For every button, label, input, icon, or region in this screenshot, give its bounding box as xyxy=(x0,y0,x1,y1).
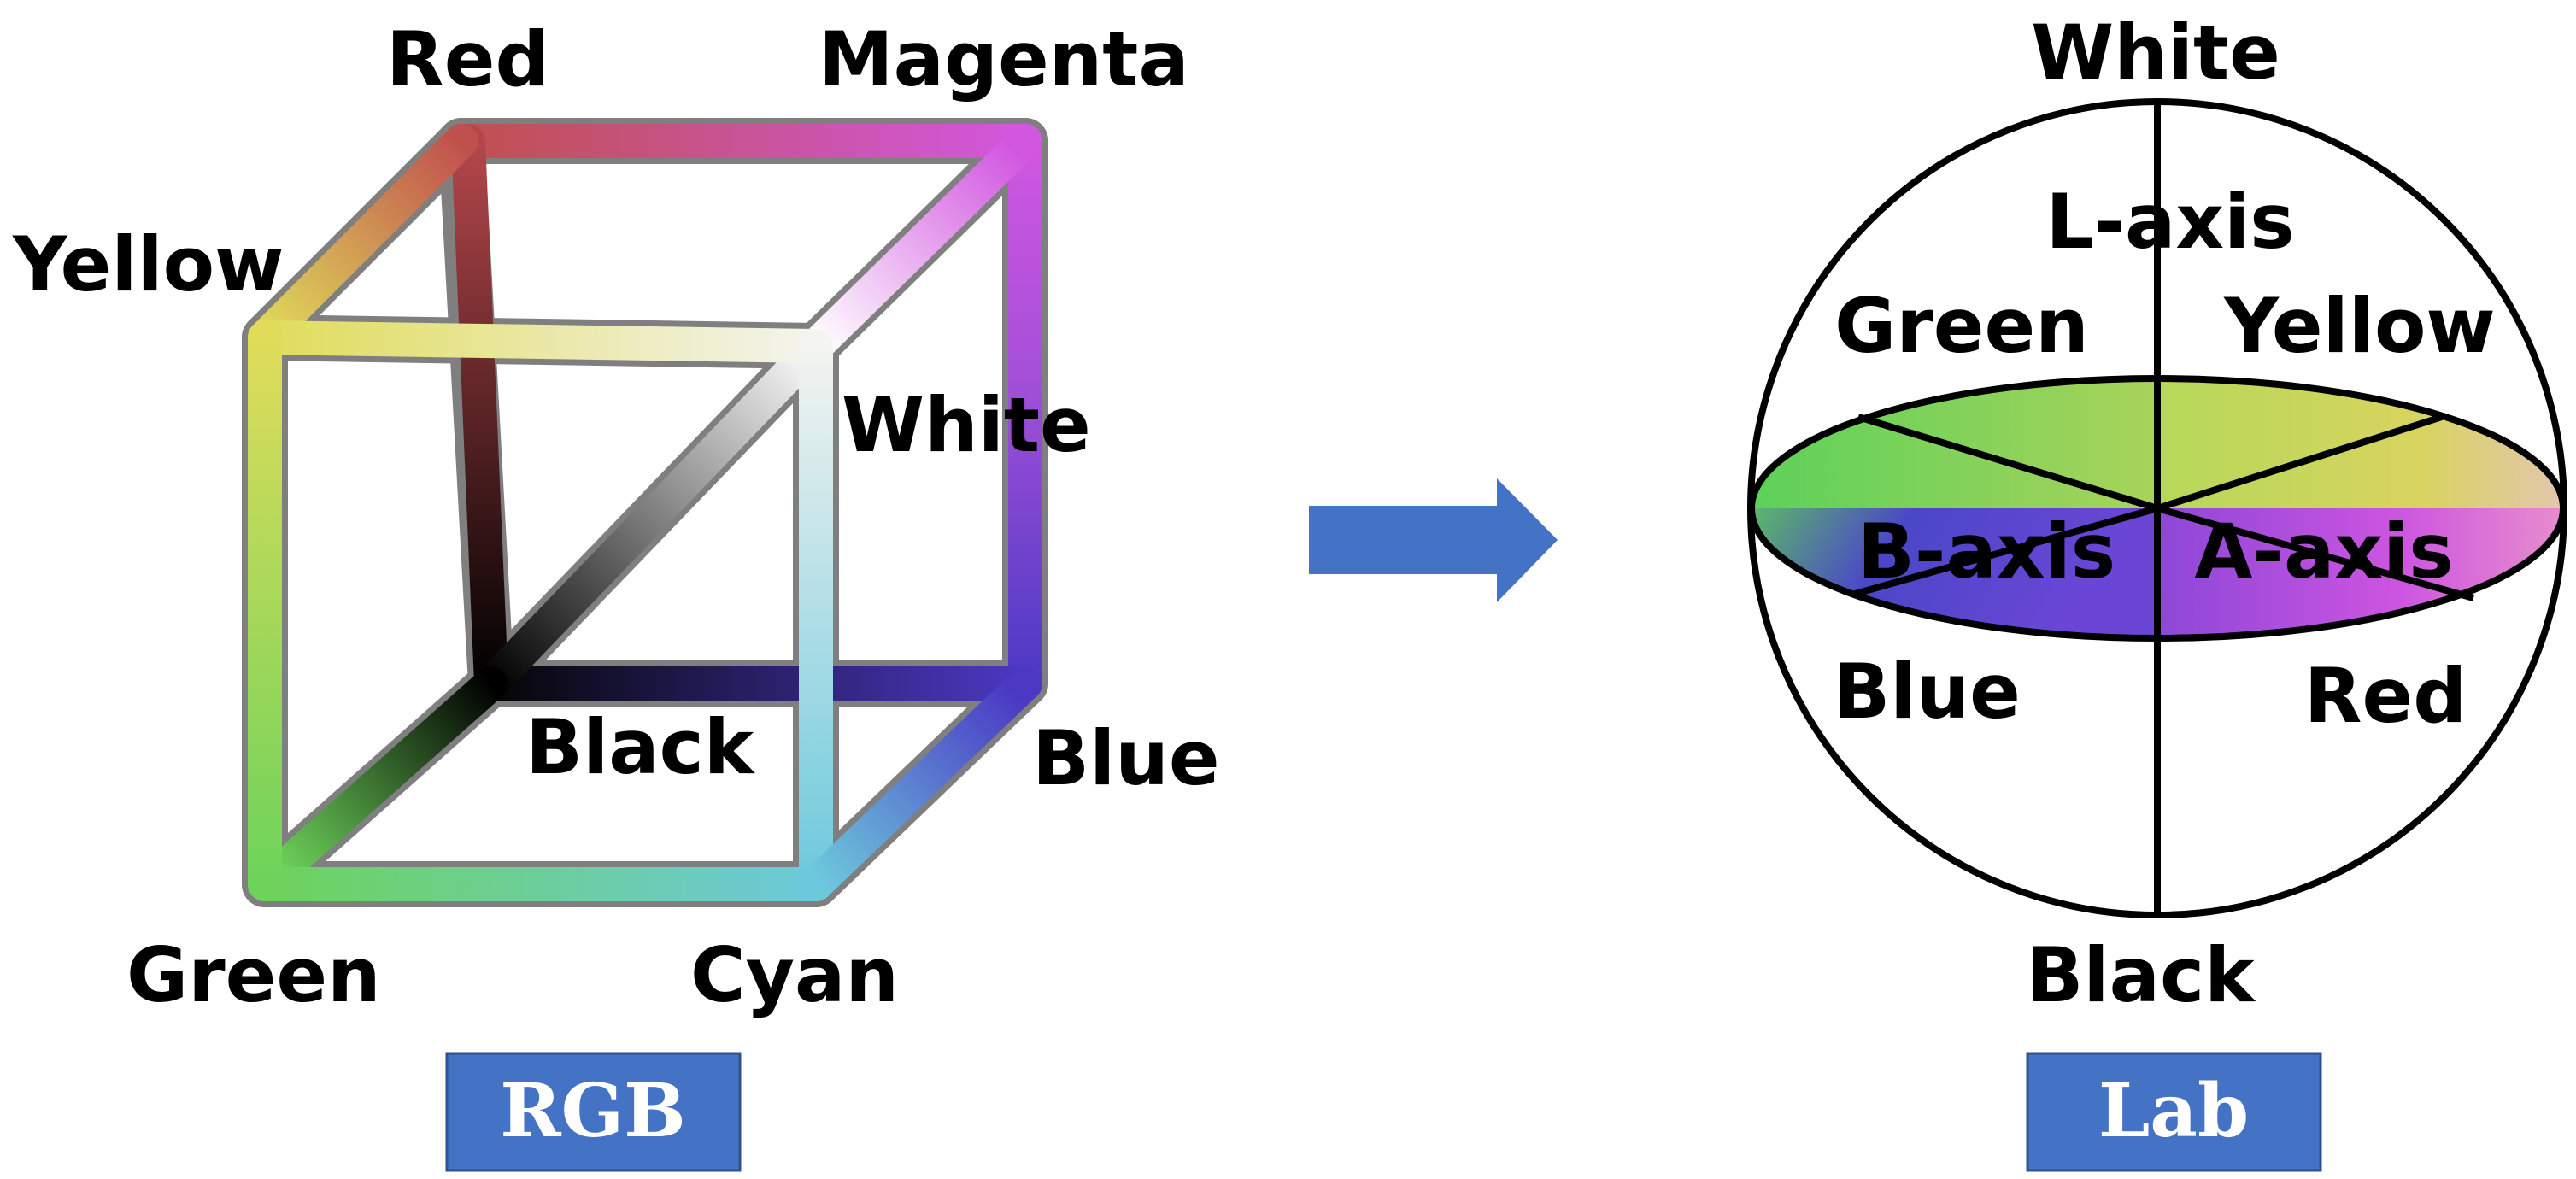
edge-black-green xyxy=(248,666,508,901)
cube-edges-back xyxy=(248,124,1042,901)
vertex-label-black: Black xyxy=(525,703,756,791)
lab-label-blue: Blue xyxy=(1833,648,2021,736)
lab-label-l-axis: L-axis xyxy=(2045,178,2294,266)
vertex-label-cyan: Cyan xyxy=(690,931,899,1019)
vertex-label-blue: Blue xyxy=(1032,714,1220,802)
vertex-label-yellow: Yellow xyxy=(12,220,284,308)
lab-label-b-axis: B-axis xyxy=(1857,507,2115,595)
rgb-title-box: RGB xyxy=(445,1052,742,1172)
lab-label-green: Green xyxy=(1834,282,2089,370)
edge-magenta-white xyxy=(799,124,1042,363)
lab-label-white: White xyxy=(2031,9,2280,97)
edge-yellow-red xyxy=(248,124,478,355)
vertex-label-green: Green xyxy=(126,931,381,1019)
lab-label-a-axis: A-axis xyxy=(2194,507,2453,595)
edge-yellow-white xyxy=(248,320,833,363)
vertex-label-red: Red xyxy=(386,15,549,103)
lab-b-axis-line xyxy=(1857,414,2159,512)
rgb-cube: Red Magenta Yellow White Black Blue Gree… xyxy=(12,15,1220,1019)
lab-label-red: Red xyxy=(2304,652,2467,740)
lab-a-axis-line-lower xyxy=(2156,505,2475,601)
rgb-title: RGB xyxy=(500,1068,686,1154)
lab-title-box: Lab xyxy=(2026,1052,2322,1172)
lab-label-black: Black xyxy=(2026,931,2256,1019)
lab-label-yellow: Yellow xyxy=(2223,282,2495,370)
edge-blue-cyan xyxy=(799,666,1042,901)
vertex-label-magenta: Magenta xyxy=(819,15,1189,103)
edge-red-black xyxy=(451,124,508,701)
lab-title: Lab xyxy=(2098,1068,2249,1154)
lab-b-axis-line-lower xyxy=(1851,505,2159,598)
cube-edges-front xyxy=(248,124,1042,901)
edge-black-white xyxy=(474,329,833,701)
transform-arrow-icon xyxy=(1309,478,1558,602)
lab-sphere: White L-axis Green Yellow B-axis A-axis … xyxy=(1747,9,2567,1019)
vertex-label-white: White xyxy=(842,381,1091,469)
lab-a-axis-line xyxy=(2156,414,2444,512)
